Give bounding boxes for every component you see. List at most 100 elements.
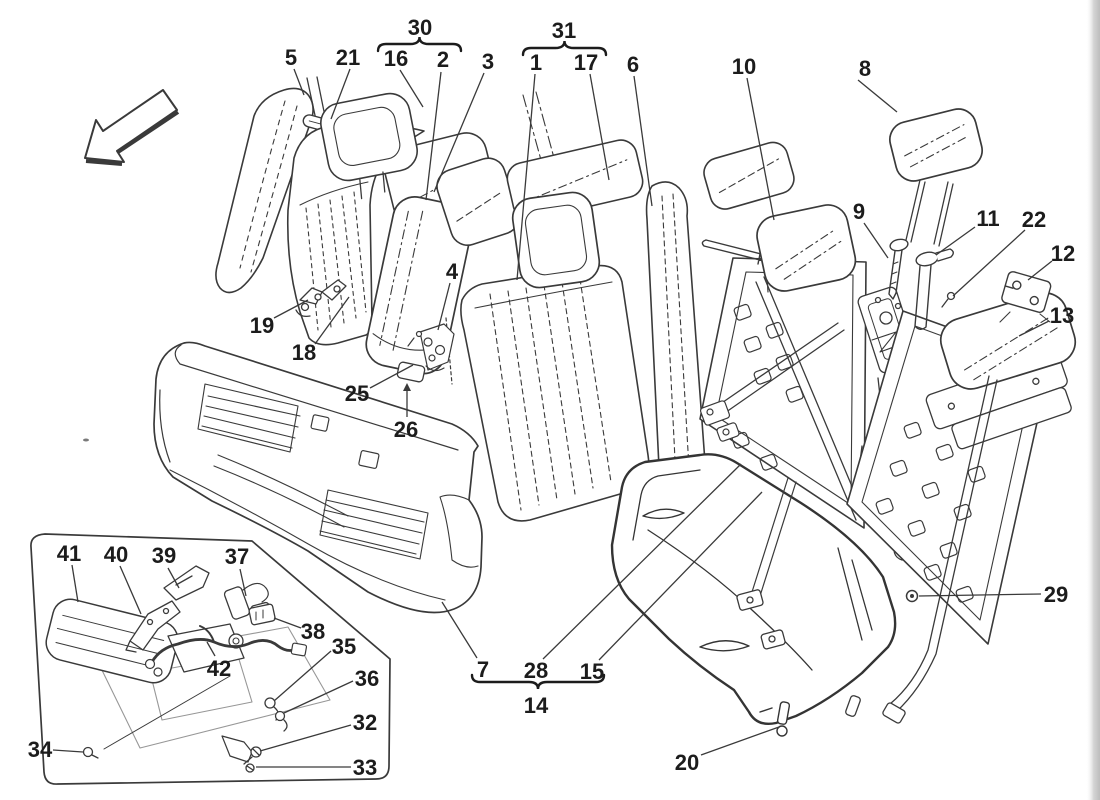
leader-line	[542, 463, 742, 660]
belt-buckle	[882, 702, 906, 724]
part-label-26: 26	[394, 417, 418, 442]
leader-line	[935, 226, 976, 256]
part-label-38: 38	[301, 619, 325, 644]
part-label-12: 12	[1051, 241, 1075, 266]
part-label-7: 7	[477, 657, 489, 682]
part-label-39: 39	[152, 543, 176, 568]
part-label-6: 6	[627, 52, 639, 77]
leader-line	[516, 73, 536, 281]
shell-crescent	[642, 508, 685, 520]
leader-line	[273, 617, 302, 629]
part-label-28: 28	[524, 658, 548, 683]
center-seat-assembly	[436, 91, 707, 523]
grommet-29	[905, 589, 919, 603]
screw-34	[82, 746, 99, 759]
center-seatback-body	[460, 264, 650, 522]
headrest-10	[756, 204, 857, 292]
part-label-2: 2	[437, 47, 449, 72]
leader-line	[399, 69, 424, 108]
part-label-8: 8	[859, 56, 871, 81]
leader-line	[633, 75, 653, 207]
leader-line	[589, 73, 610, 181]
leader-line	[273, 650, 332, 702]
shell-crescent	[699, 640, 750, 652]
pad-extension	[167, 623, 245, 673]
headrest-8	[889, 108, 983, 182]
leader-line	[598, 491, 763, 661]
screw-33	[245, 763, 255, 773]
part-label-22: 22	[1022, 207, 1046, 232]
part-label-9: 9	[853, 199, 865, 224]
scan-edge-shadow	[1086, 0, 1100, 800]
leader-line	[330, 68, 351, 120]
part-label-30: 30	[408, 15, 432, 40]
part-label-42: 42	[207, 656, 231, 681]
inset-box-border	[30, 533, 391, 785]
leader-line	[167, 567, 180, 589]
part-label-29: 29	[1044, 582, 1068, 607]
part-label-34: 34	[28, 737, 53, 762]
pleat-panel-right	[319, 489, 429, 560]
leader-arrowhead	[403, 383, 411, 391]
leader-line	[425, 71, 442, 201]
leader-line	[314, 296, 350, 345]
seat-frame-assembly	[699, 108, 1077, 724]
group-bracket-31	[521, 40, 608, 57]
leader-line	[441, 601, 478, 659]
bracket-40	[125, 600, 181, 653]
screw-22	[941, 291, 956, 308]
part-label-40: 40	[104, 542, 128, 567]
leader-line	[369, 364, 414, 389]
leader-line	[273, 299, 309, 319]
headrest-1	[511, 191, 601, 289]
part-label-31: 31	[552, 18, 576, 43]
leader-line	[283, 680, 354, 714]
part-label-36: 36	[355, 666, 379, 691]
leader-line	[206, 641, 216, 657]
part-label-5: 5	[285, 45, 297, 70]
part-label-13: 13	[1050, 303, 1074, 328]
hinge-hardware	[295, 279, 347, 318]
leader-line	[52, 749, 84, 753]
leader-line	[918, 593, 1042, 597]
part-label-33: 33	[353, 755, 377, 780]
group-bracket-30	[376, 36, 463, 53]
leader-line	[700, 726, 780, 756]
frame-top-cushion	[703, 141, 795, 210]
leader-line	[1018, 320, 1050, 337]
pleat-panel-left	[197, 383, 301, 453]
headrest-13	[939, 292, 1077, 390]
connector-38	[248, 603, 276, 626]
frame-brackets	[699, 400, 740, 442]
screw-32	[243, 746, 262, 765]
bottom-bracket	[221, 735, 253, 763]
part-label-17: 17	[574, 50, 598, 75]
belt-straps	[712, 276, 865, 521]
part-label-41: 41	[57, 541, 81, 566]
part-label-10: 10	[732, 54, 756, 79]
scan-speck	[83, 438, 89, 442]
headrest-16	[320, 92, 418, 200]
part-label-1: 1	[530, 50, 542, 75]
inset-detail-box	[30, 533, 391, 785]
headrest-rods	[905, 179, 954, 247]
side-bolster-5	[215, 87, 314, 294]
part-label-35: 35	[332, 634, 356, 659]
shell-pin-20	[759, 701, 791, 737]
part-label-11: 11	[976, 206, 999, 231]
part-label-15: 15	[580, 659, 604, 684]
part-label-20: 20	[675, 750, 699, 775]
leader-line	[863, 222, 889, 259]
shoulder-cushion	[436, 157, 520, 246]
part-label-37: 37	[225, 544, 249, 569]
leader-line	[437, 282, 451, 331]
part-label-14: 14	[524, 693, 549, 718]
wiring-harness-42	[144, 625, 308, 677]
bracket-12	[999, 271, 1052, 323]
part-label-16: 16	[384, 46, 408, 71]
leader-line	[259, 724, 352, 752]
part-label-32: 32	[353, 710, 377, 735]
belt-straps	[889, 375, 998, 713]
